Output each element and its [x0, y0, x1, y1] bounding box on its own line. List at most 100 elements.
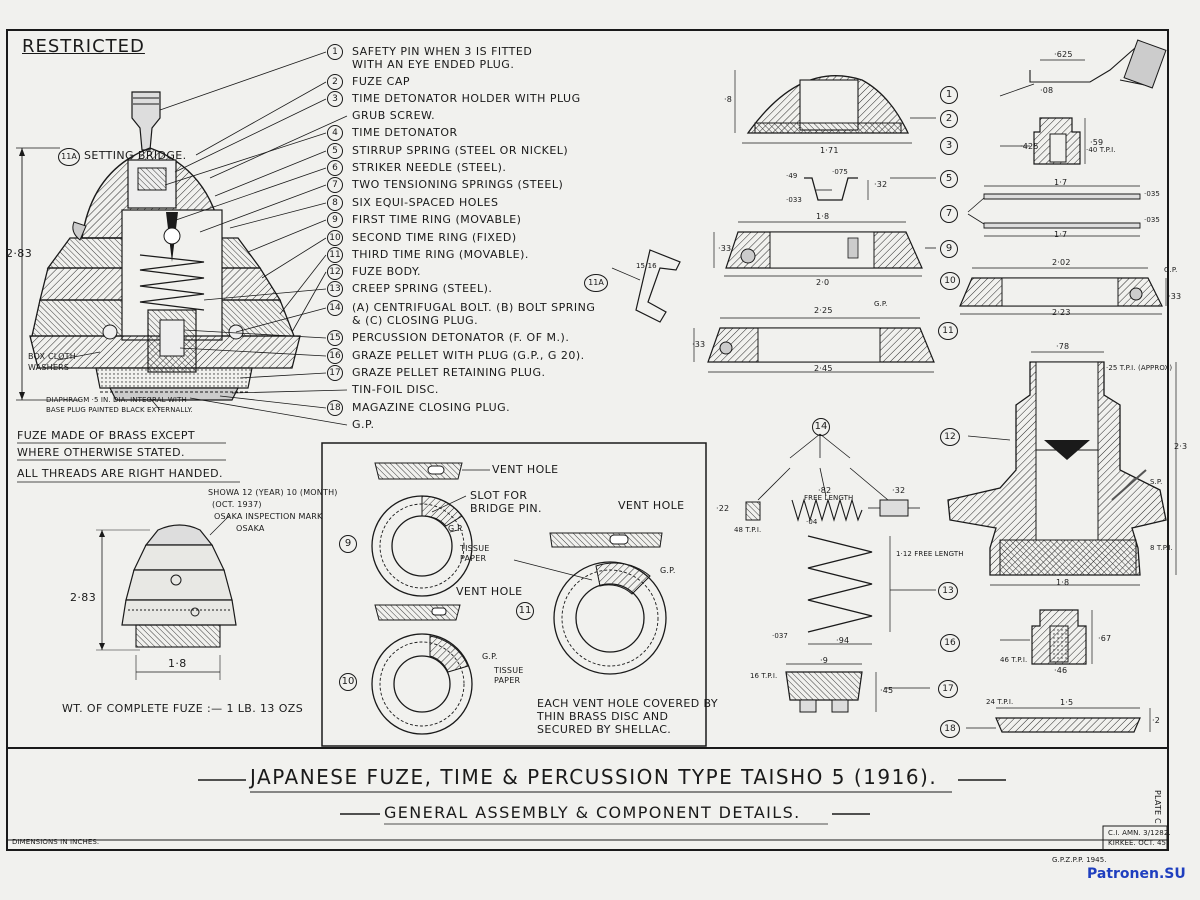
legend-number: 14: [327, 300, 343, 316]
dim-body-height: 2·3: [1174, 442, 1188, 451]
legend-leaders: [57, 51, 348, 426]
legend-label: GRAZE PELLET RETAINING PLUG.: [352, 366, 546, 379]
drawing-title: JAPANESE FUZE, TIME & PERCUSSION TYPE TA…: [250, 765, 938, 789]
dim-stirrup-width: ·49: [786, 172, 798, 180]
legend-label-continued: & (C) CLOSING PLUG.: [352, 314, 479, 327]
ring-11-callout: 11: [516, 602, 534, 620]
legend-label: G.P.: [352, 418, 375, 431]
legend-label: GRAZE PELLET WITH PLUG (G.P., G 20).: [352, 349, 585, 362]
legend-number: 12: [327, 264, 343, 280]
legend-number: 7: [327, 177, 343, 193]
diaphragm-note-line1: DIAPHRAGM ·5 IN. DIA. INTEGRAL WITH: [46, 396, 187, 404]
legend-label: THIRD TIME RING (MOVABLE).: [352, 248, 529, 261]
dim-cap-height: ·8: [724, 95, 733, 104]
callout-10: 10: [940, 272, 960, 290]
dim-spring-thickness-lower: ·035: [1144, 216, 1160, 224]
dim-magazine-plug-thread: 24 T.P.I.: [986, 698, 1014, 706]
dim-pellet-thread: 46 T.P.I.: [1000, 656, 1028, 664]
dim-body-base-width: 1·8: [1056, 578, 1070, 587]
legend-number: 5: [327, 143, 343, 159]
dim-pin-length: ·625: [1054, 50, 1073, 59]
gp-label-ring10-comp: G.P.: [1164, 266, 1178, 274]
dim-pin-diameter: ·08: [1040, 86, 1054, 95]
dim-bolt-spring-length: ·82: [818, 486, 832, 495]
legend-label: TIME DETONATOR HOLDER WITH PLUG: [352, 92, 581, 105]
legend-label: FUZE BODY.: [352, 265, 422, 278]
legend-label: FUZE CAP: [352, 75, 411, 88]
assembly-height-dimension: 2·83: [6, 247, 33, 260]
legend-number: 2: [327, 74, 343, 90]
dim-bolt-spring-wire: ·04: [806, 518, 818, 526]
callout-2: 2: [940, 110, 958, 128]
outer-frame: [6, 29, 1169, 851]
site-watermark: Patronen.SU: [1087, 866, 1186, 882]
external-width-dimension: 1·8: [168, 657, 187, 670]
ring-9-callout: 9: [339, 535, 357, 553]
bolt-spring-free-length: FREE LENGTH: [804, 494, 854, 502]
setting-bridge-label: SETTING BRIDGE.: [84, 149, 187, 162]
dim-closing-plug-thread: 48 T.P.I.: [734, 526, 762, 534]
dim-ring9-outer: 2·0: [816, 278, 830, 287]
dim-spring-thickness-upper: ·035: [1144, 190, 1160, 198]
dim-bolt-length: ·32: [892, 486, 906, 495]
dim-holder-height: ·59: [1090, 138, 1104, 147]
dim-pellet-width: ·46: [1054, 666, 1068, 675]
callout-3: 3: [940, 137, 958, 155]
legend-label-continued: WITH AN EYE ENDED PLUG.: [352, 58, 515, 71]
dim-stirrup-height: ·32: [874, 180, 888, 189]
showa-mark-line2: (OCT. 1937): [212, 500, 262, 509]
dimensions-note: DIMENSIONS IN INCHES.: [12, 838, 100, 846]
setting-bridge-number: 11A: [58, 148, 80, 166]
showa-mark-line4: OSAKA: [236, 524, 265, 533]
legend-number: 10: [327, 230, 343, 246]
legend-label: GRUB SCREW.: [352, 109, 436, 122]
legend-label: TIN-FOIL DISC.: [352, 383, 439, 396]
dim-magazine-plug-width: 1·5: [1060, 698, 1074, 707]
legend-number: 16: [327, 348, 343, 364]
showa-mark-line1: SHOWA 12 (YEAR) 10 (MONTH): [208, 488, 338, 497]
dim-holder-thread: ·40 T.P.I.: [1086, 146, 1116, 154]
callout-5: 5: [940, 170, 958, 188]
dim-spring-length-upper: 1·7: [1054, 178, 1068, 187]
legend-label: TWO TENSIONING SPRINGS (STEEL): [352, 178, 564, 191]
component-drawings: [611, 39, 1177, 733]
dim-retaining-plug-width: ·9: [820, 656, 829, 665]
diaphragm-note-line2: BASE PLUG PAINTED BLACK EXTERNALLY.: [46, 406, 193, 414]
rings-drawings: [371, 462, 667, 735]
dim-closing-plug: ·22: [716, 504, 730, 513]
legend-label: STIRRUP SPRING (STEEL OR NICKEL): [352, 144, 569, 157]
creep-spring-free-length: 1·12 FREE LENGTH: [896, 550, 964, 558]
threads-note: ALL THREADS ARE RIGHT HANDED.: [17, 467, 223, 480]
callout-13: 13: [938, 582, 958, 600]
dim-creep-spring-diameter: ·94: [836, 636, 850, 645]
legend-number: 6: [327, 160, 343, 176]
callout-7: 7: [940, 205, 958, 223]
printer-mark: G.P.Z.P.P. 1945.: [1052, 856, 1107, 864]
external-height-dimension: 2·83: [70, 591, 97, 604]
dim-holder-width: ·425: [1020, 142, 1039, 151]
dim-spring-length-lower: 1·7: [1054, 230, 1068, 239]
slot-label-line2: BRIDGE PIN.: [470, 502, 542, 515]
dim-cap-width: 1·71: [820, 146, 839, 155]
dim-ring9-height: ·33: [718, 244, 732, 253]
legend-label: SECOND TIME RING (FIXED): [352, 231, 517, 244]
legend-number: 13: [327, 281, 343, 297]
dim-pellet-height: ·67: [1098, 634, 1112, 643]
legend-number: 18: [327, 400, 343, 416]
drawing-subtitle: GENERAL ASSEMBLY & COMPONENT DETAILS.: [384, 803, 801, 822]
legend-label: FIRST TIME RING (MOVABLE): [352, 213, 522, 226]
dim-stirrup-wire: ·075: [832, 168, 848, 176]
dim-creep-spring-wire: ·037: [772, 632, 788, 640]
legend-number: 9: [327, 212, 343, 228]
vent-note-line3: SECURED BY SHELLAC.: [537, 723, 672, 736]
ring-10-callout: 10: [339, 673, 357, 691]
restricted-marking: RESTRICTED: [22, 36, 145, 57]
gp-label-ring11: G.P.: [660, 566, 676, 575]
external-view: [96, 514, 237, 680]
bolt-group-callout: 14: [812, 418, 830, 436]
legend-number: 3: [327, 91, 343, 107]
legend-label: CREEP SPRING (STEEL).: [352, 282, 493, 295]
legend-label: STRIKER NEEDLE (STEEL).: [352, 161, 507, 174]
gp-label-ring10: G.P.: [482, 652, 498, 661]
callout-12: 12: [940, 428, 960, 446]
